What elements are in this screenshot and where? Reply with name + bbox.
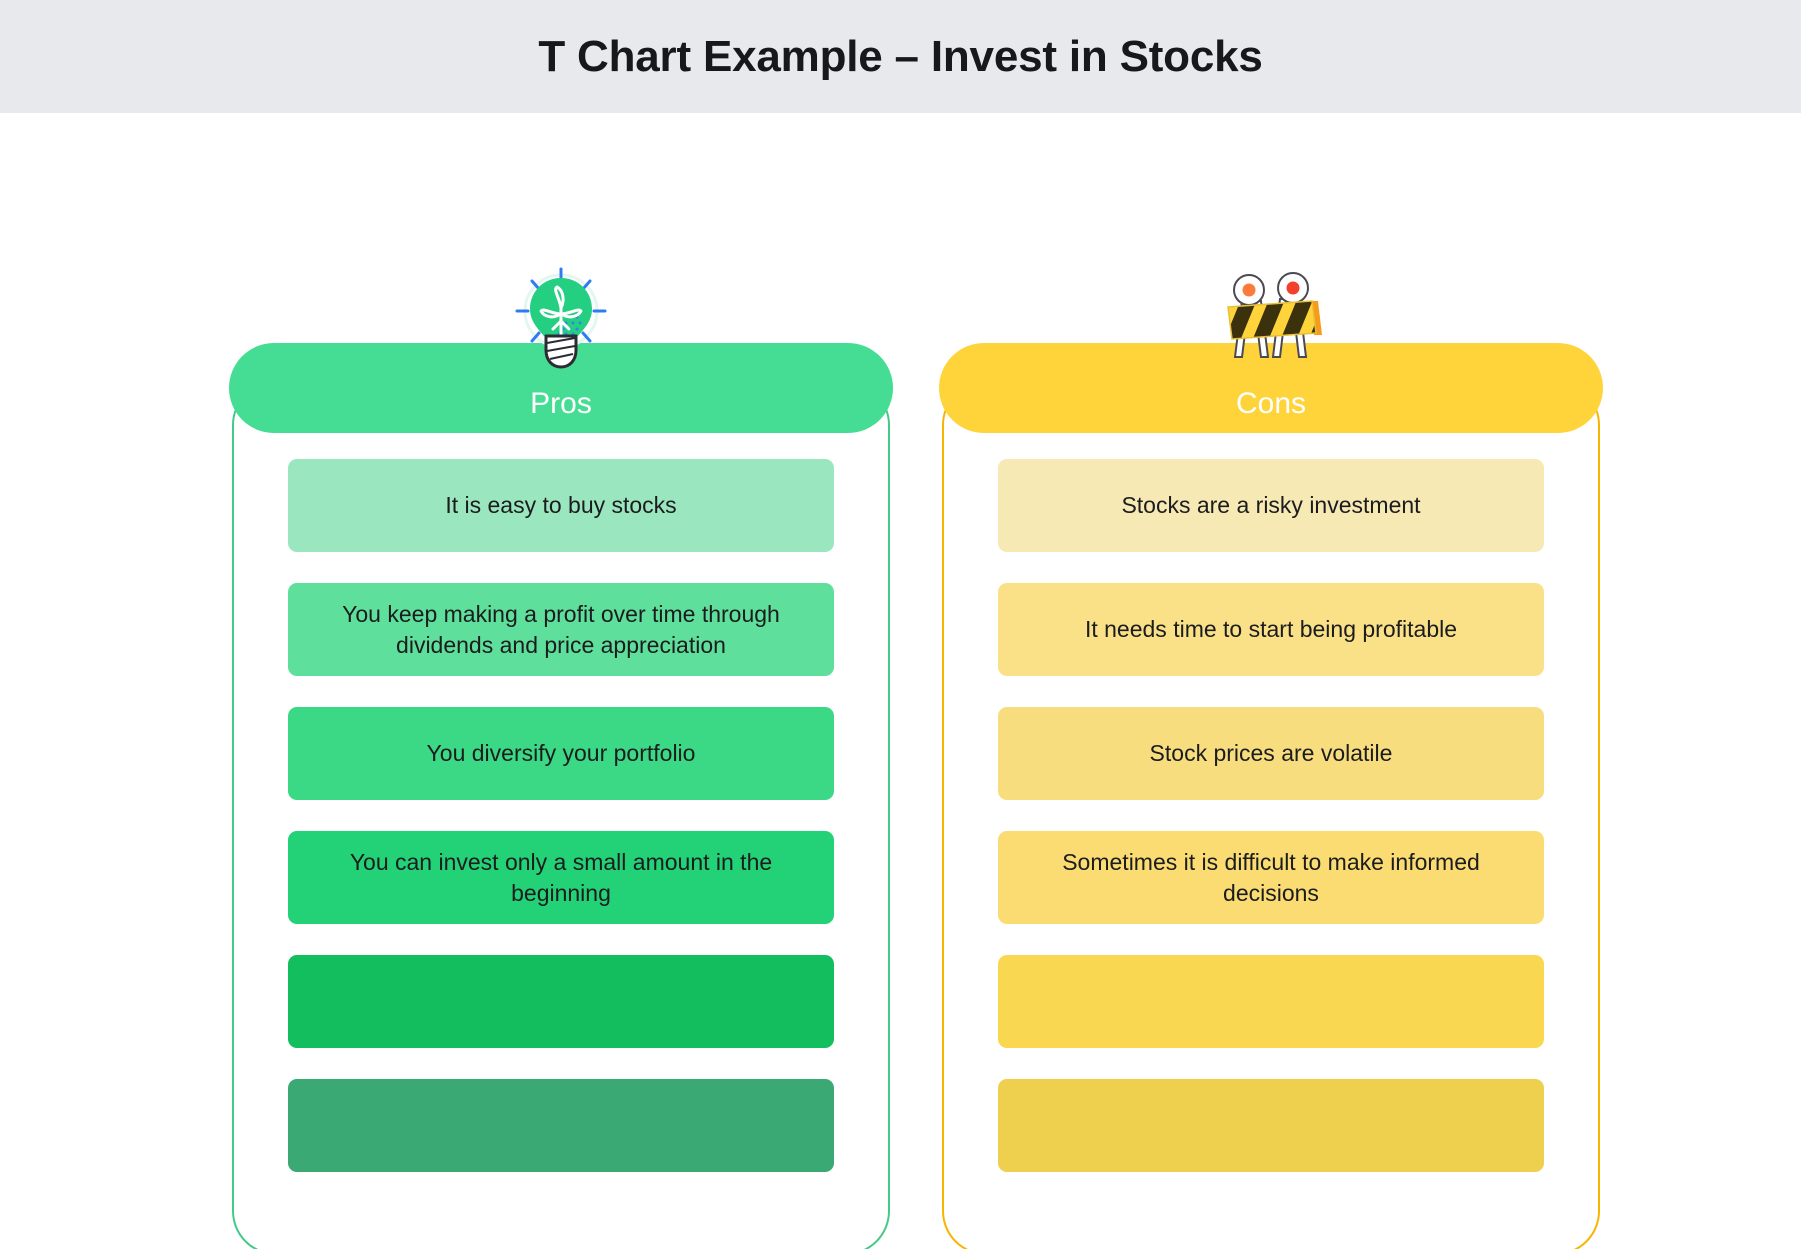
cons-column-header[interactable]: Cons [939, 343, 1603, 433]
cons-card-text: Sometimes it is difficult to make inform… [1062, 849, 1480, 906]
cons-card-text: Stocks are a risky investment [1121, 492, 1421, 519]
cons-card[interactable]: Sometimes it is difficult to make inform… [998, 831, 1544, 924]
cons-header-label: Cons [1235, 387, 1307, 420]
cons-card-text: Stock prices are volatile [1149, 740, 1393, 767]
pros-card-text: You diversify your portfolio [426, 740, 696, 767]
cons-card[interactable]: Stocks are a risky investment [998, 459, 1544, 552]
pros-card[interactable] [288, 955, 834, 1048]
cons-card[interactable]: Stock prices are volatile [998, 707, 1544, 800]
pros-card-text: It is easy to buy stocks [445, 492, 677, 519]
pros-card[interactable] [288, 1079, 834, 1172]
pros-card[interactable]: You can invest only a small amount in th… [288, 831, 834, 924]
cons-card-stack: Stocks are a risky investment It needs t… [942, 381, 1600, 1249]
pros-card-text: You keep making a profit over time throu… [342, 601, 780, 658]
pros-card-stack: It is easy to buy stocks You keep making… [232, 381, 890, 1249]
pros-header-label: Pros [530, 387, 592, 420]
pros-card[interactable]: It is easy to buy stocks [288, 459, 834, 552]
pros-card[interactable]: You diversify your portfolio [288, 707, 834, 800]
cons-column: Cons [939, 272, 1603, 1249]
pros-column-header[interactable]: Pros [229, 343, 893, 433]
cons-card[interactable]: It needs time to start being profitable [998, 583, 1544, 676]
cons-card[interactable] [998, 955, 1544, 1048]
page-title: T Chart Example – Invest in Stocks [538, 31, 1263, 81]
pros-column: Pros [229, 267, 893, 1249]
cons-card-text: It needs time to start being profitable [1084, 616, 1458, 643]
t-chart-canvas: Pros [0, 113, 1801, 1249]
page-header-band: T Chart Example – Invest in Stocks [0, 0, 1801, 113]
cons-card[interactable] [998, 1079, 1544, 1172]
pros-card[interactable]: You keep making a profit over time throu… [288, 583, 834, 676]
pros-card-text: You can invest only a small amount in th… [349, 849, 773, 906]
